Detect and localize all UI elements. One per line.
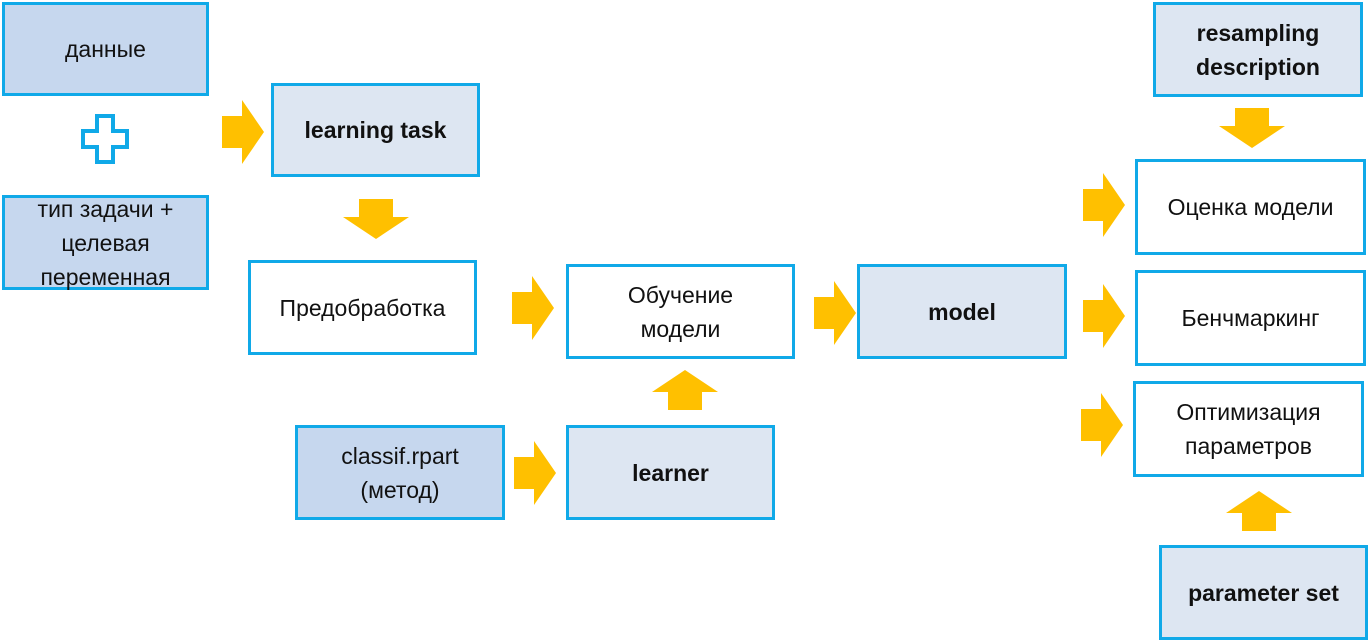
arrow-up-icon: [1226, 491, 1292, 531]
node-training: Обучение модели: [566, 264, 795, 359]
plus-icon: [81, 114, 129, 164]
node-model: model: [857, 264, 1067, 359]
arrow-right-icon: [514, 441, 556, 505]
arrow-up-icon: [652, 370, 718, 410]
node-preprocessing: Предобработка: [248, 260, 477, 355]
node-benchmarking: Бенчмаркинг: [1135, 270, 1366, 366]
arrow-right-icon: [1083, 173, 1125, 237]
node-tuning: Оптимизация параметров: [1133, 381, 1364, 477]
node-classif-rpart: classif.rpart (метод): [295, 425, 505, 520]
node-learner: learner: [566, 425, 775, 520]
node-data: данные: [2, 2, 209, 96]
node-parameter-set: parameter set: [1159, 545, 1368, 640]
node-learning-task: learning task: [271, 83, 480, 177]
arrow-right-icon: [1083, 284, 1125, 348]
node-task-type: тип задачи + целевая переменная: [2, 195, 209, 290]
arrow-right-icon: [222, 100, 264, 164]
arrow-down-icon: [343, 199, 409, 239]
arrow-right-icon: [1081, 393, 1123, 457]
arrow-right-icon: [814, 281, 856, 345]
arrow-right-icon: [512, 276, 554, 340]
node-evaluation: Оценка модели: [1135, 159, 1366, 255]
node-resampling: resampling description: [1153, 2, 1363, 97]
arrow-down-icon: [1219, 108, 1285, 148]
